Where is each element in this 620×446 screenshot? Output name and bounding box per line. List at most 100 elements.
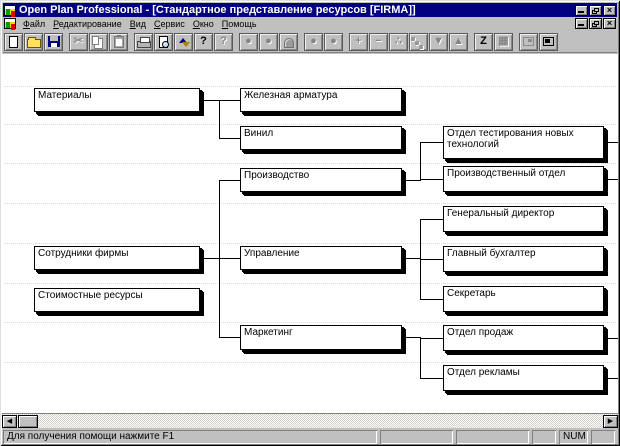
node-tool-2-button[interactable]: ● [259, 32, 278, 51]
help-button[interactable]: ? [194, 32, 213, 51]
node-tool-3-button[interactable]: ● [304, 32, 323, 51]
window-title: Open Plan Professional - [Стандартное пр… [19, 4, 416, 16]
connector-line [220, 337, 240, 338]
connector-line [420, 142, 421, 181]
node-tool-3-icon: ● [310, 35, 317, 47]
print-button[interactable] [134, 32, 153, 51]
resource-node-cost[interactable]: Стоимостные ресурсы [34, 288, 200, 312]
child-restore-button[interactable] [589, 18, 602, 29]
move-up-button[interactable]: ▲ [449, 32, 468, 51]
context-help-button[interactable]: ? [214, 32, 233, 51]
resource-node-production[interactable]: Производство [240, 168, 402, 192]
help-icon: ? [200, 35, 207, 47]
resource-node-label: Сотрудники фирмы [38, 248, 129, 259]
resource-node-accountant[interactable]: Главный бухгалтер [443, 246, 604, 272]
menu-item-4[interactable]: Окно [192, 18, 214, 29]
node-tool-1-button[interactable]: ● [239, 32, 258, 51]
context-help-icon: ? [220, 35, 227, 47]
connector-line [220, 138, 240, 139]
new-document-button[interactable] [4, 32, 23, 51]
status-panel-1 [380, 430, 453, 444]
paste-button[interactable] [109, 32, 128, 51]
connector-line [421, 179, 443, 180]
print-preview-button[interactable] [154, 32, 173, 51]
menu-item-0[interactable]: Файл [23, 18, 46, 29]
resource-node-management[interactable]: Управление [240, 246, 402, 270]
resource-node-director[interactable]: Генеральный директор [443, 206, 604, 232]
copy-button[interactable] [89, 32, 108, 51]
node-tool-4-button[interactable]: ● [324, 32, 343, 51]
open-file-button[interactable] [24, 32, 43, 51]
print-preview-icon [159, 35, 169, 48]
window-tool-2-button[interactable] [539, 32, 558, 51]
connector-line [219, 180, 220, 338]
collapse-button[interactable]: − [369, 32, 388, 51]
hierarchy-tool-button[interactable] [409, 32, 428, 51]
menu-item-1[interactable]: Редактирование [53, 18, 122, 29]
resource-node-label: Отдел рекламы [447, 367, 520, 378]
org-view-button[interactable]: ▦ [494, 32, 513, 51]
menu-item-5[interactable]: Помощь [221, 18, 257, 29]
link-tool-button[interactable]: ∴ [389, 32, 408, 51]
arch-tool-button[interactable] [279, 32, 298, 51]
collapse-icon: − [375, 35, 382, 47]
resource-node-employees[interactable]: Сотрудники фирмы [34, 246, 200, 270]
resource-node-sales[interactable]: Отдел продаж [443, 325, 604, 351]
resource-node-advertising[interactable]: Отдел рекламы [443, 365, 604, 391]
connector-line [220, 258, 240, 259]
status-message: Для получения помощи нажмите F1 [3, 430, 377, 444]
connector-line [421, 338, 443, 339]
minimize-icon [578, 10, 584, 13]
resource-node-vinyl[interactable]: Винил [240, 126, 402, 150]
connector-line [421, 378, 443, 379]
document-icon[interactable] [4, 18, 16, 29]
resource-node-iron[interactable]: Железная арматура [240, 88, 402, 112]
cut-button[interactable]: ✂ [69, 32, 88, 51]
page-grid-line [4, 203, 616, 204]
connector-line [406, 258, 421, 259]
scrollbar-thumb[interactable] [18, 415, 38, 428]
print-icon [136, 37, 151, 48]
resource-node-secretary[interactable]: Секретарь [443, 286, 604, 312]
resource-node-label: Отдел тестирования новых технологий [447, 128, 574, 150]
close-icon: × [606, 4, 613, 15]
connector-line [219, 100, 220, 139]
resource-node-label: Стоимостные ресурсы [38, 290, 143, 301]
expand-button[interactable]: + [349, 32, 368, 51]
expand-icon: + [355, 35, 362, 47]
menu-item-2[interactable]: Вид [129, 18, 146, 29]
resource-node-proddept[interactable]: Производственный отдел [443, 166, 604, 192]
connector-line [421, 142, 443, 143]
scroll-right-button[interactable]: ▶ [603, 415, 618, 428]
connector-line [406, 180, 421, 181]
minimize-button[interactable] [575, 4, 588, 16]
status-bar: Для получения помощи нажмите F1 NUM [2, 428, 618, 444]
update-data-button[interactable] [174, 32, 193, 51]
window-tool-1-button[interactable] [519, 32, 538, 51]
menu-item-3[interactable]: Сервис [154, 18, 185, 29]
move-down-button[interactable]: ▼ [429, 32, 448, 51]
zigzag-view-button[interactable]: Z [474, 32, 493, 51]
save-button[interactable] [44, 32, 63, 51]
application-icon[interactable] [4, 4, 16, 16]
close-button[interactable]: × [603, 4, 616, 16]
paste-icon [113, 34, 124, 48]
zigzag-view-icon: Z [480, 35, 487, 47]
horizontal-scrollbar[interactable]: ◀ ▶ [2, 413, 618, 428]
connector-line [421, 259, 443, 260]
resource-node-marketing[interactable]: Маркетинг [240, 325, 402, 350]
resource-node-label: Материалы [38, 90, 92, 101]
menu-bar: Файл Редактирование Вид Сервис Окно Помощь × [3, 17, 617, 30]
restore-button[interactable] [589, 4, 602, 16]
connector-line [421, 299, 443, 300]
window-tool-2-icon [543, 37, 554, 46]
resource-node-materials[interactable]: Материалы [34, 88, 200, 112]
child-minimize-button[interactable] [575, 18, 588, 29]
minimize-icon [578, 24, 584, 26]
title-bar: Open Plan Professional - [Стандартное пр… [3, 3, 617, 17]
child-close-button[interactable]: × [603, 18, 616, 29]
resource-node-testing[interactable]: Отдел тестирования новых технологий [443, 126, 604, 159]
scroll-left-button[interactable]: ◀ [2, 415, 17, 428]
page-grid-line [4, 124, 616, 125]
